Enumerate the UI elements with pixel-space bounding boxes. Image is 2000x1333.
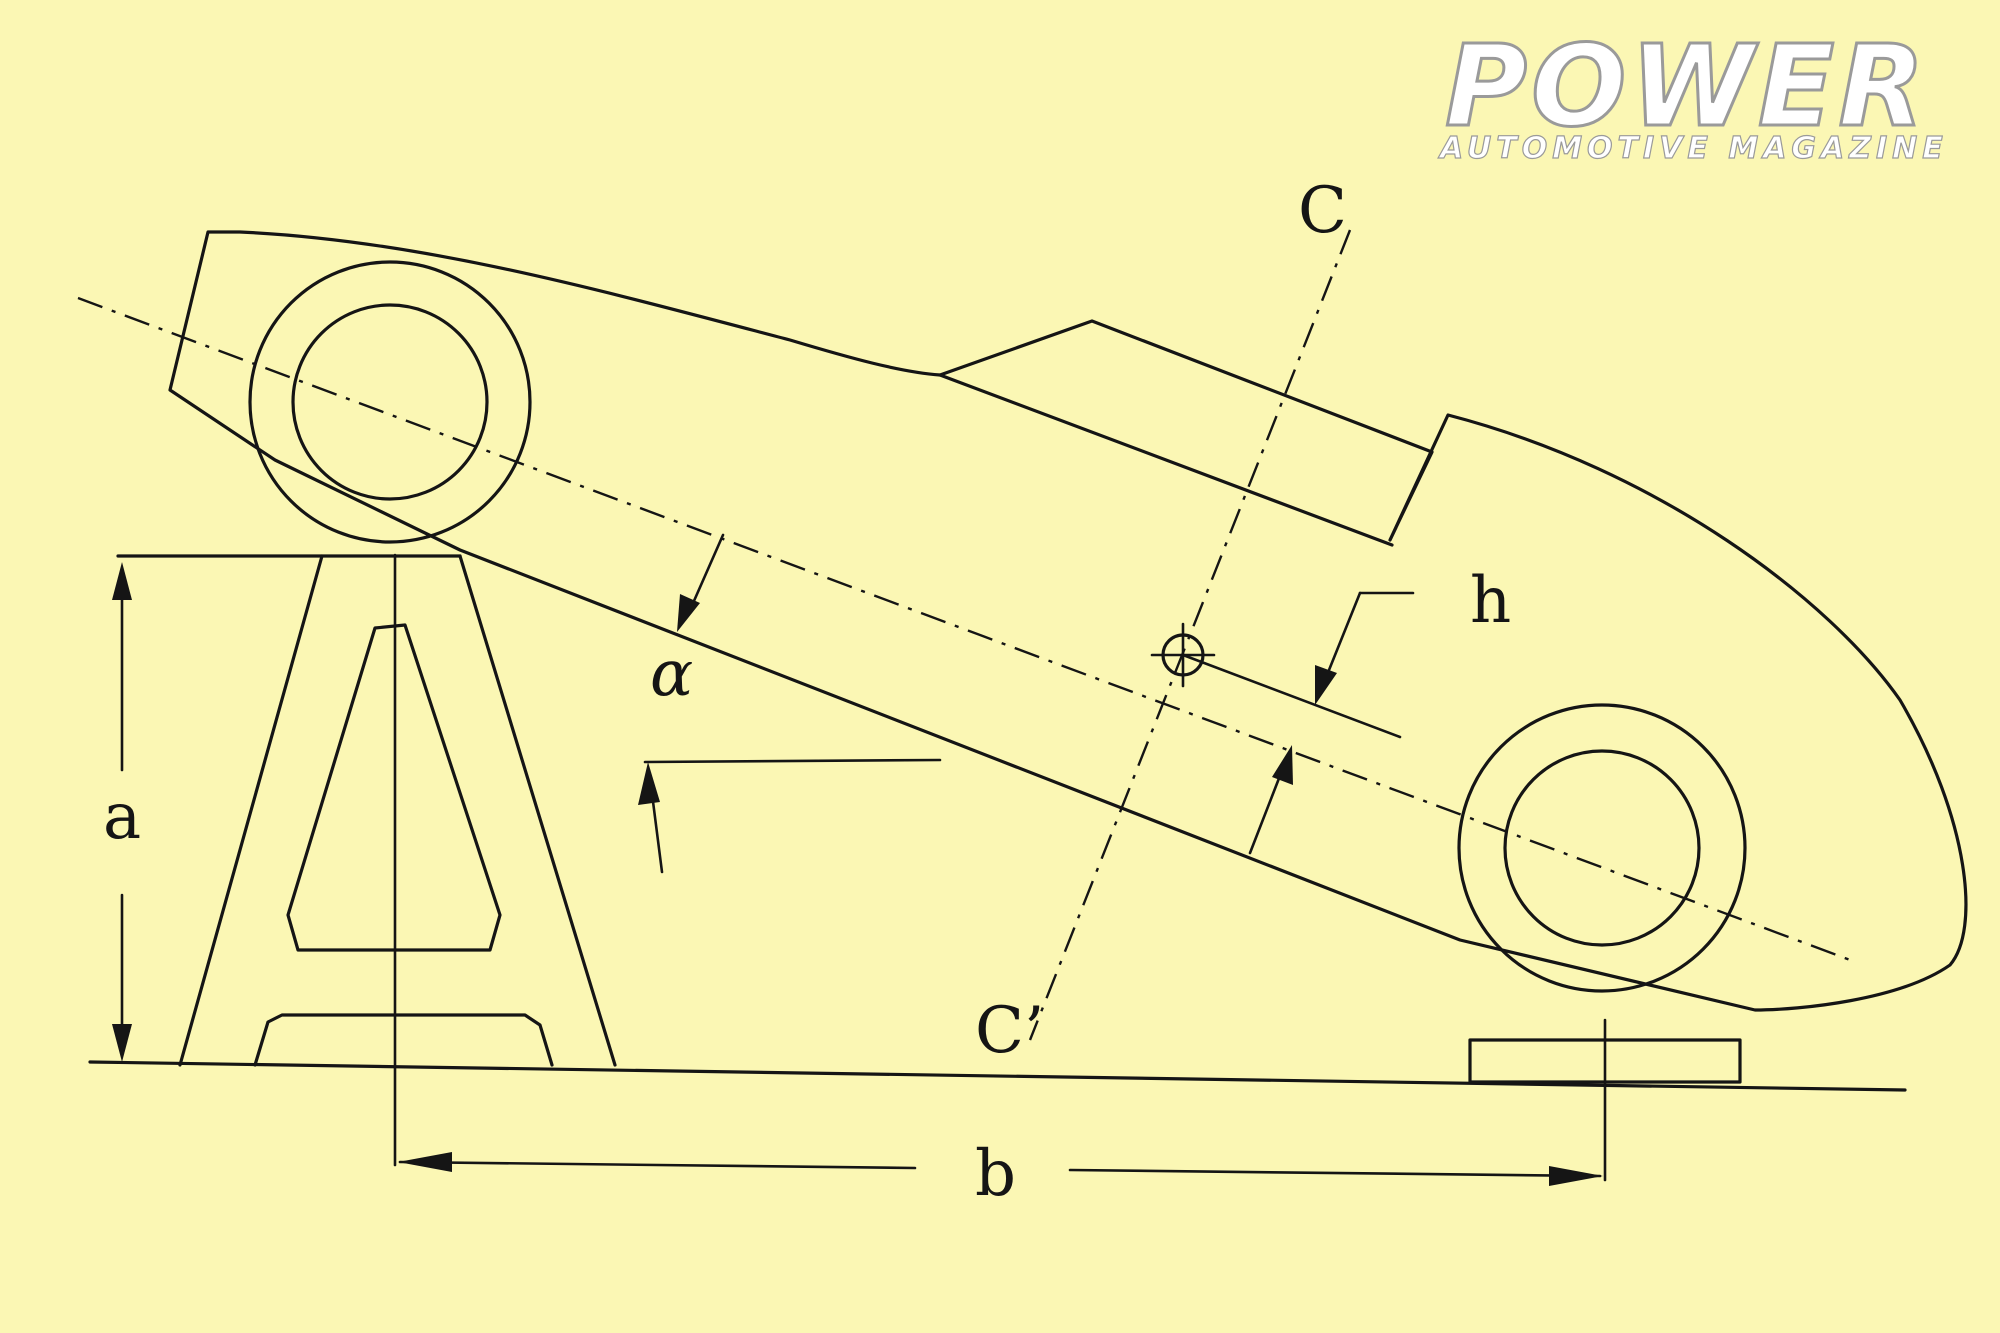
label-b: b — [975, 1137, 1016, 1211]
power-magazine-logo: POWER AUTOMOTIVE MAGAZINE — [1437, 21, 1948, 167]
dimension-h — [1248, 591, 1415, 855]
logo-subtitle: AUTOMOTIVE MAGAZINE — [1438, 131, 1948, 166]
front-wheel-tire — [1457, 703, 1747, 993]
cc-prime-line — [1028, 229, 1352, 1041]
label-alpha: α — [650, 637, 693, 711]
cog-parallel-line — [1181, 653, 1402, 739]
label-h: h — [1470, 564, 1511, 638]
car-body-outline — [168, 230, 1968, 1012]
label-c-prime: C’ — [975, 994, 1044, 1068]
jack-stand-base — [253, 1013, 554, 1067]
ground-line — [88, 1060, 1907, 1092]
tilt-direction-arrow — [638, 758, 942, 874]
jack-stand — [116, 554, 617, 1067]
front-wheel-rim — [1503, 749, 1701, 947]
rear-wheel-tire — [248, 260, 532, 544]
jack-stand-cutout — [286, 623, 502, 952]
car-axis-line — [77, 296, 1851, 962]
car-cabin-line — [938, 373, 1394, 547]
label-c: C — [1298, 174, 1347, 248]
label-a: a — [103, 780, 141, 854]
dimension-b — [393, 553, 1607, 1186]
logo-title: POWER — [1445, 22, 1929, 152]
rear-wheel-rim — [291, 303, 489, 501]
angle-alpha-indicator — [677, 533, 725, 632]
dimension-a — [112, 562, 132, 1062]
